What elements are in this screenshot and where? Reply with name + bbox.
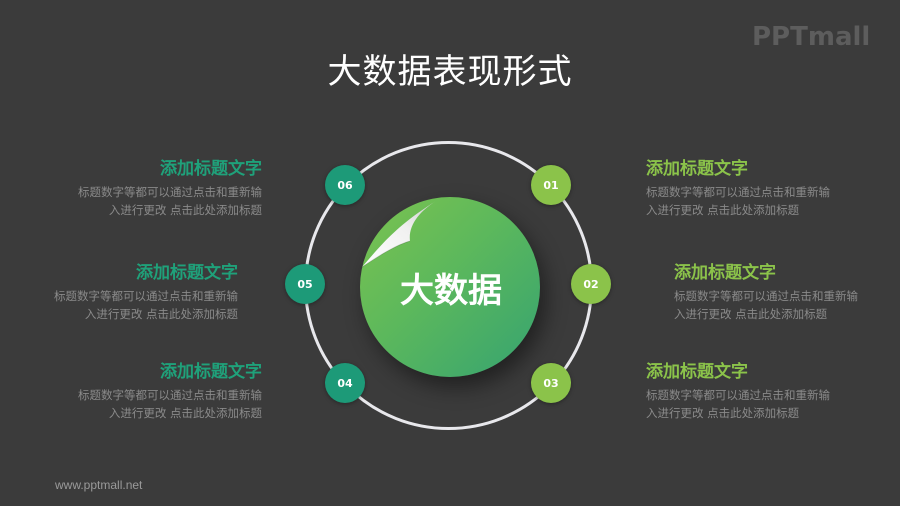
pptmall-logo: PPTmall: [752, 22, 871, 52]
node-02: 02: [571, 264, 611, 304]
text-block-02: 添加标题文字 标题数字等都可以通过点击和重新输 入进行更改 点击此处添加标题: [674, 258, 900, 323]
text-block-03: 添加标题文字 标题数字等都可以通过点击和重新输 入进行更改 点击此处添加标题: [646, 357, 886, 422]
text-block-04: 添加标题文字 标题数字等都可以通过点击和重新输 入进行更改 点击此处添加标题: [22, 357, 262, 422]
block-heading: 添加标题文字: [160, 159, 262, 179]
block-heading: 添加标题文字: [646, 362, 748, 382]
block-body-line2: 入进行更改 点击此处添加标题: [108, 203, 262, 217]
node-03: 03: [531, 363, 571, 403]
block-body-line2: 入进行更改 点击此处添加标题: [674, 307, 828, 321]
text-block-05: 添加标题文字 标题数字等都可以通过点击和重新输 入进行更改 点击此处添加标题: [0, 258, 238, 323]
block-body-line1: 标题数字等都可以通过点击和重新输: [54, 289, 238, 303]
node-04: 04: [325, 363, 365, 403]
block-body-line1: 标题数字等都可以通过点击和重新输: [646, 185, 830, 199]
block-heading: 添加标题文字: [160, 362, 262, 382]
footer-url: www.pptmall.net: [55, 478, 143, 492]
node-06: 06: [325, 165, 365, 205]
text-block-06: 添加标题文字 标题数字等都可以通过点击和重新输 入进行更改 点击此处添加标题: [22, 154, 262, 219]
block-body-line1: 标题数字等都可以通过点击和重新输: [674, 289, 858, 303]
block-heading: 添加标题文字: [674, 263, 776, 283]
block-body-line1: 标题数字等都可以通过点击和重新输: [646, 388, 830, 402]
text-block-01: 添加标题文字 标题数字等都可以通过点击和重新输 入进行更改 点击此处添加标题: [646, 154, 886, 219]
block-body-line2: 入进行更改 点击此处添加标题: [646, 203, 800, 217]
node-05: 05: [285, 264, 325, 304]
block-heading: 添加标题文字: [136, 263, 238, 283]
block-body-line2: 入进行更改 点击此处添加标题: [646, 406, 800, 420]
block-body-line2: 入进行更改 点击此处添加标题: [84, 307, 238, 321]
center-label: 大数据: [400, 270, 502, 311]
block-body-line2: 入进行更改 点击此处添加标题: [108, 406, 262, 420]
block-heading: 添加标题文字: [646, 159, 748, 179]
block-body-line1: 标题数字等都可以通过点击和重新输: [78, 185, 262, 199]
block-body-line1: 标题数字等都可以通过点击和重新输: [78, 388, 262, 402]
slide-title: 大数据表现形式: [327, 52, 573, 92]
node-01: 01: [531, 165, 571, 205]
